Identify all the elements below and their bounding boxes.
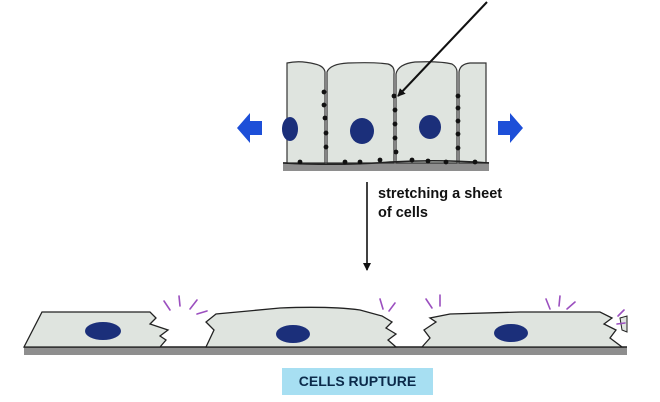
cell-1 — [286, 61, 326, 164]
substrate-bottom — [24, 347, 627, 355]
pointer-arrow-icon — [397, 1, 488, 97]
stretching-caption: stretching a sheet of cells — [378, 185, 578, 223]
nucleus — [85, 322, 121, 340]
nucleus — [350, 118, 374, 144]
basal-line — [282, 159, 490, 166]
arrow-left-icon — [237, 113, 262, 143]
cell-3 — [395, 61, 458, 164]
caption-line-1: stretching a sheet — [378, 186, 503, 202]
cell-4 — [458, 62, 487, 164]
nucleus — [419, 115, 441, 139]
junction-dots — [297, 89, 478, 165]
arrow-right-icon — [498, 113, 523, 143]
cells-rupture-label: CELLS RUPTURE — [282, 368, 433, 395]
substrate-top — [283, 162, 489, 171]
nucleus — [276, 325, 310, 343]
cell-2 — [326, 62, 395, 164]
nucleus — [282, 117, 298, 141]
nucleus — [494, 324, 528, 342]
caption-line-2: of cells — [378, 205, 428, 221]
ruptured-cell-sheet — [22, 294, 628, 355]
ruptured-fragment — [619, 315, 628, 333]
intact-cell-sheet — [282, 1, 490, 171]
rupture-marks — [163, 294, 626, 325]
